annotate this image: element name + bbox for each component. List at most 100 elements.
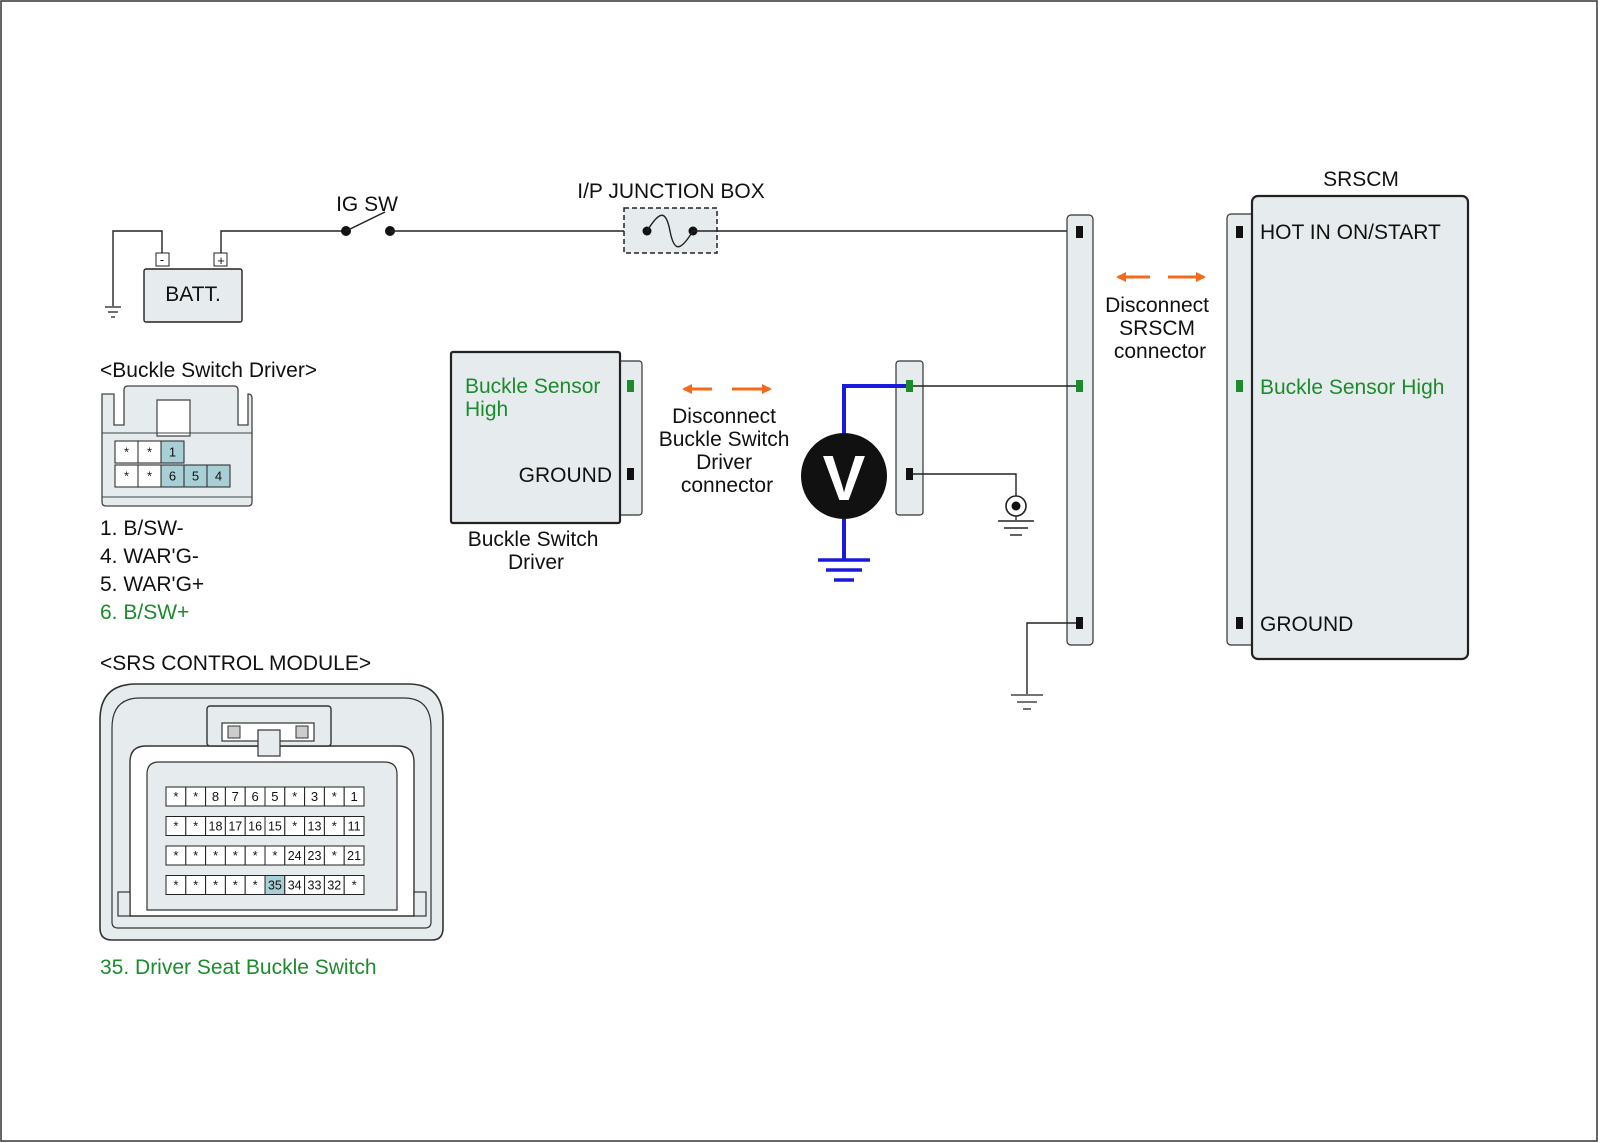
svg-text:13: 13	[308, 820, 322, 834]
harness-ground-wire	[1026, 622, 1076, 694]
svg-text:15: 15	[268, 820, 282, 834]
buckle-pin-description: 6. B/SW+	[100, 601, 189, 624]
buckle-connector-pin-list: 1. B/SW-4. WAR'G-5. WAR'G+6. B/SW+	[100, 517, 204, 624]
svg-text:*: *	[213, 848, 218, 863]
srs-pin-7: 7	[224, 786, 246, 807]
srs-pin-11: 11	[343, 816, 365, 836]
svg-text:*: *	[147, 445, 152, 460]
svg-text:*: *	[124, 445, 129, 460]
buckle-pin-description: 1. B/SW-	[100, 517, 184, 540]
battery-positive-wire	[220, 230, 346, 253]
srs-pin-3: 3	[304, 786, 325, 807]
buckle-pin-blank: *	[114, 440, 139, 464]
svg-text:*: *	[253, 878, 258, 893]
svg-text:*: *	[233, 848, 238, 863]
harness-bsd-pin-buckle	[906, 380, 913, 392]
srs-pin-17: 17	[224, 816, 246, 836]
buckle-pin-description: 4. WAR'G-	[100, 545, 199, 568]
srs-pin-16: 16	[244, 816, 266, 836]
svg-text:6: 6	[169, 469, 176, 484]
harness-connector-bsd	[895, 360, 924, 516]
svg-text:11: 11	[348, 820, 361, 834]
srs-pin-1: 1	[343, 786, 365, 807]
svg-text:5: 5	[192, 469, 199, 484]
svg-text:*: *	[173, 848, 178, 863]
svg-text:*: *	[193, 789, 198, 804]
voltmeter-ground-symbol	[818, 558, 870, 582]
battery-label: BATT.	[165, 283, 221, 306]
svg-text:1: 1	[169, 445, 176, 460]
bsd-ground-wire	[913, 473, 1017, 496]
svg-text:7: 7	[232, 789, 239, 804]
srs-pin-5: 5	[264, 786, 286, 807]
srs-pin-blank: *	[185, 786, 207, 807]
svg-text:8: 8	[212, 789, 219, 804]
srscm-title: SRSCM	[1323, 168, 1399, 191]
srs-pin-21: 21	[343, 845, 365, 866]
svg-text:*: *	[332, 848, 337, 863]
battery-plus-label: +	[217, 253, 225, 268]
harness-bsd-pin-ground	[906, 468, 913, 480]
srscm-hot-label: HOT IN ON/START	[1260, 221, 1441, 244]
svg-text:*: *	[292, 789, 297, 804]
svg-text:24: 24	[288, 849, 302, 863]
ground-symbol-battery	[105, 306, 121, 318]
srs-connector-note: 35. Driver Seat Buckle Switch	[100, 956, 377, 979]
srscm-buckle-label: Buckle Sensor High	[1260, 376, 1444, 399]
svg-text:16: 16	[248, 820, 262, 834]
srs-pin-23: 23	[304, 845, 325, 866]
buckle-pin-blank: *	[137, 464, 162, 488]
harness-connector-srscm	[1066, 214, 1094, 646]
svg-text:17: 17	[228, 820, 242, 834]
buckle-pin-4: 4	[206, 464, 231, 488]
srs-pin-13: 13	[304, 816, 325, 836]
voltmeter	[801, 433, 887, 519]
srs-pin-blank: *	[185, 875, 207, 895]
svg-text:*: *	[193, 819, 198, 834]
srscm-module	[1250, 194, 1470, 661]
bsd-buckle-label: Buckle Sensor High	[465, 375, 606, 421]
srs-pin-35: 35	[264, 875, 286, 895]
svg-text:*: *	[173, 789, 178, 804]
buckle-pin-1: 1	[160, 440, 185, 464]
srs-pin-blank: *	[224, 845, 246, 866]
svg-text:*: *	[292, 819, 297, 834]
srs-pin-6: 6	[244, 786, 266, 807]
srs-pin-32: 32	[323, 875, 345, 895]
svg-text:*: *	[147, 469, 152, 484]
svg-text:23: 23	[308, 849, 322, 863]
buckle-pin-5: 5	[183, 464, 208, 488]
svg-text:6: 6	[251, 789, 258, 804]
srs-pin-blank: *	[343, 875, 365, 895]
svg-text:4: 4	[215, 469, 222, 484]
svg-text:18: 18	[209, 820, 223, 834]
srs-pin-blank: *	[165, 786, 187, 807]
svg-text:34: 34	[288, 879, 302, 893]
srs-pin-blank: *	[323, 786, 345, 807]
svg-text:*: *	[173, 878, 178, 893]
srs-pin-blank: *	[205, 875, 226, 895]
srs-pin-24: 24	[284, 845, 306, 866]
bsd-name-label: Buckle Switch Driver	[468, 528, 605, 574]
srscm-ground-label: GROUND	[1260, 613, 1353, 636]
srs-pin-blank: *	[165, 816, 187, 836]
junction-box-label: I/P JUNCTION BOX	[577, 180, 764, 203]
svg-text:1: 1	[350, 789, 357, 804]
srs-pin-blank: *	[205, 845, 226, 866]
fuse-symbol	[646, 214, 694, 248]
harness-pin-hot	[1076, 226, 1083, 238]
svg-text:5: 5	[271, 789, 278, 804]
svg-text:*: *	[233, 878, 238, 893]
srs-pin-blank: *	[284, 816, 306, 836]
harness-pin-ground	[1076, 617, 1083, 629]
bsd-pin-ground	[627, 468, 634, 480]
disconnect-bsd-label: Disconnect Buckle Switch Driver connecto…	[659, 405, 796, 497]
chassis-ground-symbol	[998, 495, 1034, 536]
svg-text:21: 21	[347, 849, 361, 863]
srs-pin-blank: *	[323, 845, 345, 866]
srs-pin-blank: *	[284, 786, 306, 807]
srs-pin-blank: *	[185, 816, 207, 836]
